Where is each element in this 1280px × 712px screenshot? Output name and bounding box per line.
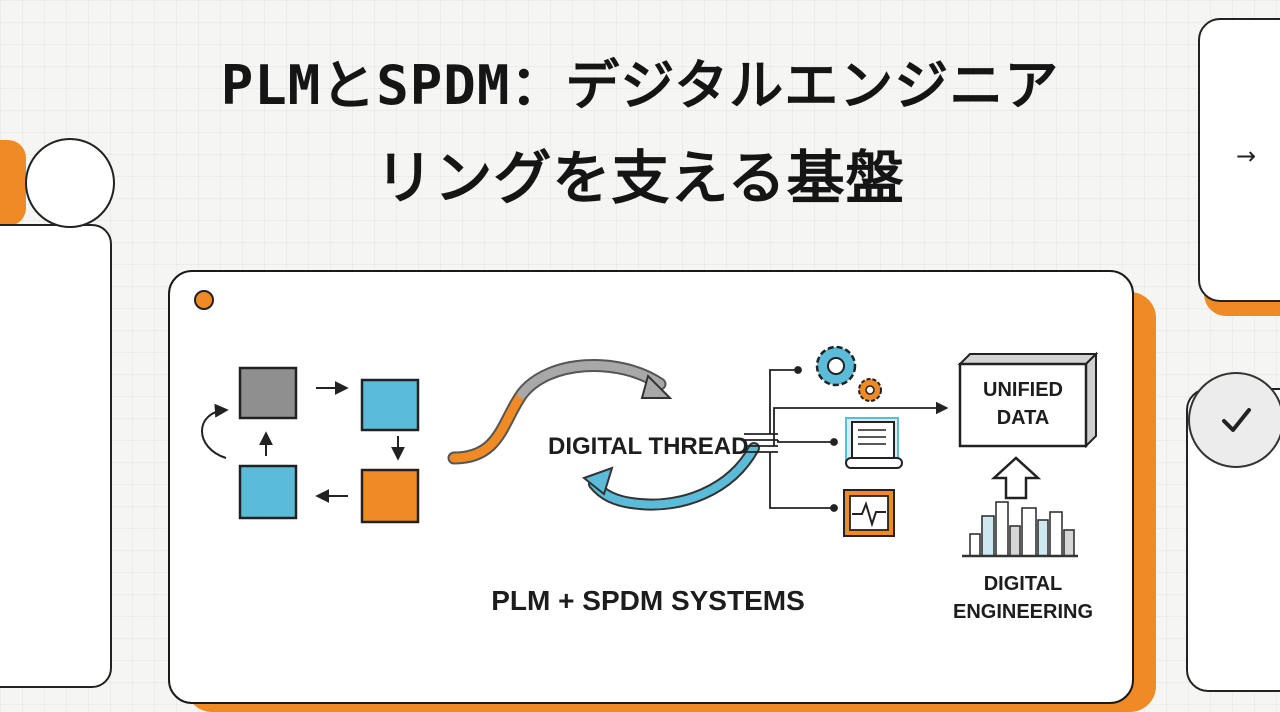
unified-data-box <box>957 351 1099 449</box>
fanout-lines <box>744 366 949 512</box>
document-icon <box>845 417 903 469</box>
unified-label-line-1: UNIFIED <box>983 379 1063 401</box>
left-side-card <box>0 224 112 688</box>
right-top-card[interactable] <box>1198 18 1280 302</box>
process-square-orange <box>360 468 420 524</box>
main-diagram-card: DIGITAL THREAD <box>168 270 1134 704</box>
card-dot-icon <box>194 290 214 310</box>
title-line-2: リングを支える基盤 <box>375 144 905 212</box>
title-line-1: PLMとSPDM：デジタルエンジニア <box>220 54 1060 117</box>
up-arrow-icon <box>990 456 1042 500</box>
thread-label: DIGITAL THREAD <box>548 433 748 460</box>
small-gear-icon <box>858 378 882 402</box>
engineering-label-line-2: ENGINEERING <box>953 601 1093 623</box>
process-square-blue-bottom <box>238 464 298 520</box>
waveform-monitor-icon <box>843 489 895 537</box>
process-square-gray <box>238 366 298 420</box>
left-circle-decoration <box>25 138 115 228</box>
left-accent-tab <box>0 140 26 226</box>
page-title: PLMとSPDM：デジタルエンジニア リングを支える基盤 <box>140 40 1140 224</box>
diagram-svg: DIGITAL THREAD <box>201 345 1099 623</box>
thread-arrowhead-gray <box>640 374 673 399</box>
process-square-blue-top <box>360 378 420 432</box>
systems-label: PLM + SPDM SYSTEMS <box>491 585 805 616</box>
gear-icon <box>815 345 857 387</box>
return-arrowhead-blue <box>581 466 614 496</box>
city-skyline-icon <box>962 501 1078 558</box>
engineering-label-line-1: DIGITAL <box>984 573 1063 595</box>
unified-label-line-2: DATA <box>997 407 1050 429</box>
right-arrow-icon[interactable]: → <box>1236 142 1257 170</box>
check-icon[interactable] <box>1188 372 1280 468</box>
loop-arrow <box>201 403 229 459</box>
